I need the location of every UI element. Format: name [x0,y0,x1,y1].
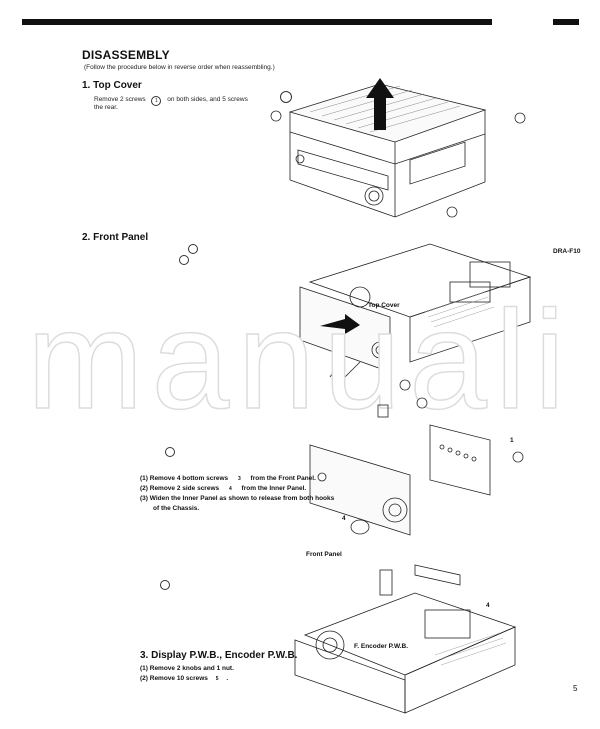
display-step-2: (2) Remove 10 screws 5 . [140,675,228,682]
section-1-title: 1. Top Cover [82,80,142,91]
callout-circle [165,447,175,457]
section-1-instructions: Remove 2 screws 1 on both sides, and 5 s… [94,95,248,106]
callout-fragment: en [350,322,358,329]
section-3-title: 3. Display P.W.B., Encoder P.W.B. [140,650,298,661]
step-text: from the Front Panel. [250,475,316,482]
display-step-1: (1) Remove 2 knobs and 1 nut. [140,665,234,672]
front-panel-step-3-cont: of the Chassis. [153,505,200,512]
step-marker: 4 [228,486,232,492]
callout-circle [280,91,292,103]
header-rule [22,19,492,25]
header-rule-short [553,19,579,25]
page-title: DISASSEMBLY [82,48,170,62]
front-panel-exploded-illustration [309,397,524,536]
front-panel-step-3: (3) Widen the Inner Panel as shown to re… [140,495,335,502]
callout-circle [160,580,170,590]
step-text: from the Inner Panel. [241,485,307,492]
callout-number-1: 1 [332,338,336,345]
instr-post: on both sides, and 5 screws [167,96,248,103]
step-text: (2) Remove 10 screws [140,675,208,682]
reassembly-note: (Follow the procedure below in reverse o… [84,64,275,71]
step-text: (1) Remove 4 bottom screws [140,475,229,482]
instr-pre: Remove 2 screws [94,96,146,103]
step-text: (2) Remove 2 side screws [140,485,220,492]
callout-top-cover: Top Cover [368,302,400,309]
page-number: 5 [573,684,578,693]
step-marker: 3 [237,476,241,482]
callout-number-1: 1 [510,437,514,444]
callout-number-4: 4 [486,602,490,609]
callout-number-4: 4 [342,515,346,522]
screw-marker: 1 [151,96,162,106]
front-panel-illustration [299,243,532,391]
step-marker: 5 [215,676,219,682]
front-panel-label: Front Panel [306,551,342,558]
display-pwb-illustration [294,564,517,714]
section-2-title: 2. Front Panel [82,232,149,243]
model-label: DRA-F10 [553,248,581,255]
front-panel-step-1: (1) Remove 4 bottom screws 3 from the Fr… [140,475,316,482]
top-cover-illustration [270,78,526,218]
step-text: . [226,675,229,682]
callout-encoder-pwb: F. Encoder P.W.B. [354,643,409,650]
callout-circle [188,244,198,254]
callout-circle [179,255,189,265]
section-1-instructions-line2: the rear. [94,104,118,111]
front-panel-step-2: (2) Remove 2 side screws 4 from the Inne… [140,485,306,492]
